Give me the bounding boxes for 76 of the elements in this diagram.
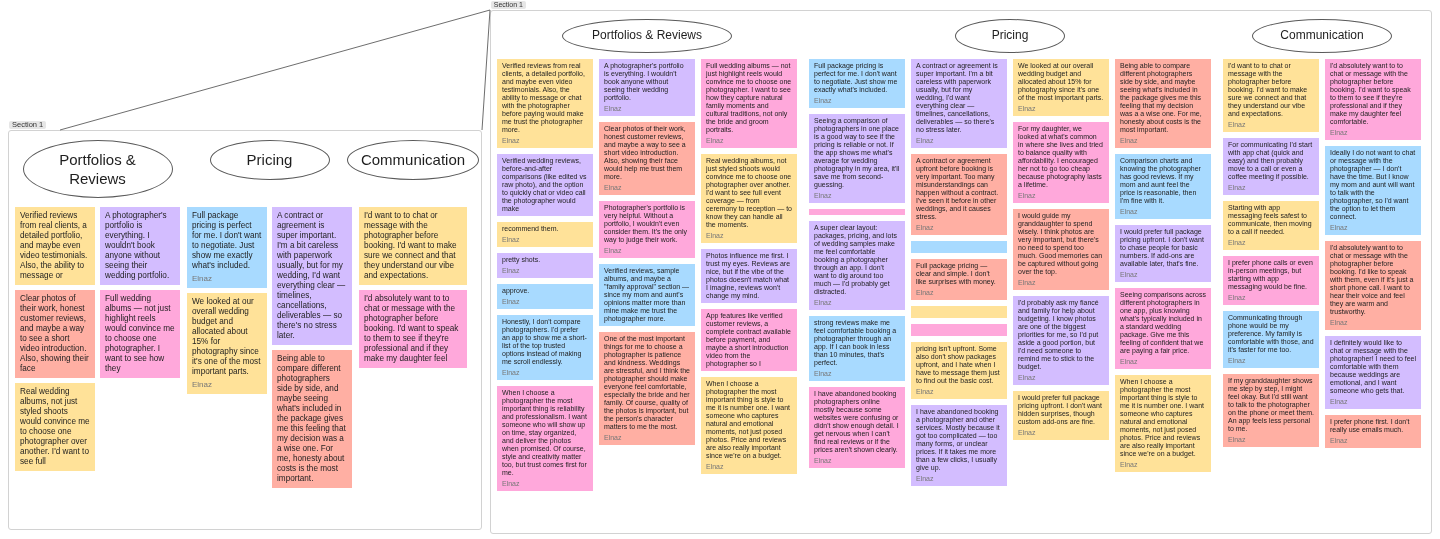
sticky-note: [599, 59, 695, 116]
sticky-note: [911, 259, 1007, 300]
sticky-note: [1325, 146, 1421, 235]
note-text: Real wedding albums, not just styled shoots would convince me to choose one photographer over another. I'd want to see full: [20, 387, 90, 467]
sticky-note: [911, 59, 1007, 148]
topic-title: Portfolios & Reviews: [591, 28, 702, 44]
sticky-note: [1325, 241, 1421, 330]
sticky-note: [911, 241, 1007, 253]
sticky-note: [911, 306, 1007, 318]
sticky-note: [911, 405, 1007, 486]
note-text: A photographer's portfolio is everything. I wouldn't book anyone without seeing their wedding portfolio.: [105, 211, 171, 281]
sticky-note: [1325, 336, 1421, 409]
note-text: A contract or agreement is super important. I'm a bit careless with paperwork usually, but for my wedding, I'd want everything clear — timelines, cancellations, deliverables — so there's no stress later.: [277, 211, 347, 341]
sticky-note: [1223, 374, 1319, 447]
sticky-note: [599, 122, 695, 195]
sticky-note: [1013, 391, 1109, 440]
sticky-note: [1223, 311, 1319, 368]
sticky-note: [497, 315, 593, 380]
sticky-note: [497, 284, 593, 309]
note-text: Verified reviews from real clients, a detailed portfolio, and maybe even video testimonials. Also, the ability to message or: [20, 211, 89, 281]
sticky-note: [1115, 375, 1211, 472]
sticky-note: [15, 207, 95, 285]
sticky-note: [187, 207, 267, 288]
topic-ellipse: [347, 140, 479, 180]
sticky-note: [497, 253, 593, 278]
sticky-note: [911, 154, 1007, 235]
sticky-note: [599, 332, 695, 445]
sticky-note: [1013, 59, 1109, 116]
sticky-note: [497, 222, 593, 247]
sticky-note: [809, 316, 905, 381]
sticky-note: [1115, 59, 1211, 148]
note-text: Being able to compare different photographers side by side, and maybe seeing what's included in the package gives me this feeling that my decision was a a wise one. For me, honesty about costs is the most important.: [277, 354, 347, 484]
sticky-note: [1013, 209, 1109, 290]
note-text: Full wedding albums — not just highlight reels would convince me to choose one photographer. I want to see how they: [105, 294, 175, 374]
sticky-note: [1115, 154, 1211, 219]
sticky-note: [911, 342, 1007, 399]
sticky-note: [1223, 138, 1319, 195]
sticky-note: [1013, 296, 1109, 385]
sticky-note: [1223, 256, 1319, 305]
topic-title: Pricing: [246, 150, 293, 170]
topic-title: Pricing: [991, 28, 1029, 44]
sticky-note: [1115, 225, 1211, 282]
sticky-note: [100, 207, 180, 285]
sticky-note: [809, 387, 905, 468]
note-text: Clear photos of their work, honest customer reviews, and maybe a way to see a short video introduction. Also, showing their face: [20, 294, 90, 374]
topic-title: Portfolios & Reviews: [58, 149, 137, 189]
sticky-note: [187, 293, 267, 394]
sticky-note: [599, 201, 695, 258]
sticky-note: [1325, 415, 1421, 448]
sticky-note: [809, 114, 905, 203]
sticky-note: [1325, 59, 1421, 140]
author-name: Elnaz: [192, 380, 213, 390]
sticky-note: [1013, 122, 1109, 203]
sticky-note: [1223, 59, 1319, 132]
sticky-note: [701, 154, 797, 243]
zoom-line: [481, 9, 491, 131]
note-text: We looked at our overall wedding budget and allocated about 15% for photography since it's one of the most important parts.: [192, 297, 262, 377]
sticky-note: [809, 209, 905, 215]
topic-title: Communication: [1280, 28, 1364, 44]
topic-title: Communication: [360, 150, 466, 170]
sticky-note: [809, 221, 905, 310]
sticky-note: [701, 59, 797, 148]
sticky-note: [911, 324, 1007, 336]
note-text: I'd absolutely want to to chat or message with the photographer before booking. I'd want to speak to them to see if they're professional and if they make my daughter feel: [364, 294, 460, 364]
sticky-note: [359, 290, 467, 368]
author-name: Elnaz: [192, 274, 213, 284]
zoom-line: [59, 9, 491, 131]
sticky-note: [497, 59, 593, 148]
note-text: I'd want to to chat or message with the photographer before booking. I'd want to make sure we connect and that they understand our vibe and expectations.: [364, 211, 458, 281]
sticky-note: [809, 59, 905, 108]
sticky-note: [1223, 201, 1319, 250]
sticky-note: [701, 377, 797, 474]
sticky-note: [497, 386, 593, 491]
sticky-note: [359, 207, 467, 285]
note-text: Full package pricing is perfect for me. I don't want to negotiate. Just show me exactly what's included.: [192, 211, 262, 271]
sticky-note: [1115, 288, 1211, 369]
